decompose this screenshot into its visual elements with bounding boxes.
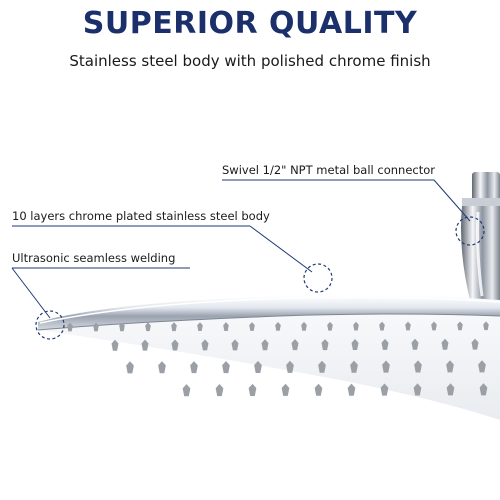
nozzle	[281, 383, 290, 396]
nozzle	[145, 322, 151, 332]
nozzle	[471, 338, 479, 350]
nozzle	[457, 321, 463, 331]
nozzle	[158, 361, 166, 374]
headline: SUPERIOR QUALITY	[82, 6, 418, 41]
nozzle	[171, 339, 179, 351]
nozzle	[286, 360, 294, 373]
nozzle	[223, 322, 229, 331]
nozzle	[171, 322, 177, 332]
nozzle	[248, 383, 257, 397]
subhead: Stainless steel body with polished chrom…	[69, 52, 431, 70]
nozzle	[327, 321, 333, 331]
nozzle	[215, 384, 224, 397]
nozzle	[405, 321, 411, 331]
nozzle	[301, 321, 307, 331]
nozzle	[261, 339, 269, 351]
nozzle	[483, 321, 489, 331]
nozzle	[381, 338, 389, 350]
nozzle	[93, 322, 99, 332]
nozzle	[379, 321, 385, 331]
body-highlight-circle	[303, 263, 333, 293]
nozzle	[347, 383, 356, 396]
nozzle	[254, 360, 262, 373]
nozzle	[190, 361, 198, 374]
nozzle	[126, 361, 134, 374]
callout-lines	[11, 179, 471, 319]
nozzle	[197, 322, 203, 332]
nozzle	[446, 383, 455, 396]
nozzle	[441, 338, 449, 350]
nozzle-grid	[67, 321, 489, 397]
nozzle	[275, 321, 281, 331]
nozzle	[291, 339, 299, 351]
nozzle	[314, 383, 323, 396]
nozzle	[231, 339, 239, 351]
nozzle	[411, 338, 419, 350]
callout-connector: Swivel 1/2" NPT metal ball connector	[222, 163, 435, 177]
nozzle	[222, 360, 230, 374]
weld-highlight-circle	[35, 310, 65, 340]
nozzle	[321, 339, 329, 351]
nozzle	[380, 383, 389, 396]
nozzle	[414, 360, 422, 373]
nozzle	[446, 360, 454, 373]
nozzle	[478, 360, 486, 373]
connector-highlight-circle	[455, 216, 485, 246]
callout-welding: Ultrasonic seamless welding	[12, 251, 176, 265]
nozzle	[141, 339, 149, 351]
nozzle	[353, 321, 359, 331]
nozzle	[431, 321, 437, 331]
nozzle	[182, 384, 191, 397]
nozzle	[119, 322, 125, 332]
nozzle	[413, 383, 422, 396]
nozzle	[249, 322, 255, 331]
nozzle	[350, 360, 358, 373]
nozzle	[67, 322, 73, 332]
shower-plate	[37, 295, 500, 420]
ball-connector	[461, 172, 500, 300]
nozzle	[111, 339, 119, 351]
nozzle	[382, 360, 390, 373]
nozzle	[201, 339, 209, 351]
nozzle	[479, 383, 488, 396]
callout-body: 10 layers chrome plated stainless steel …	[12, 209, 270, 223]
nozzle	[318, 360, 326, 373]
nozzle	[351, 338, 359, 350]
callout-circles	[35, 216, 485, 340]
